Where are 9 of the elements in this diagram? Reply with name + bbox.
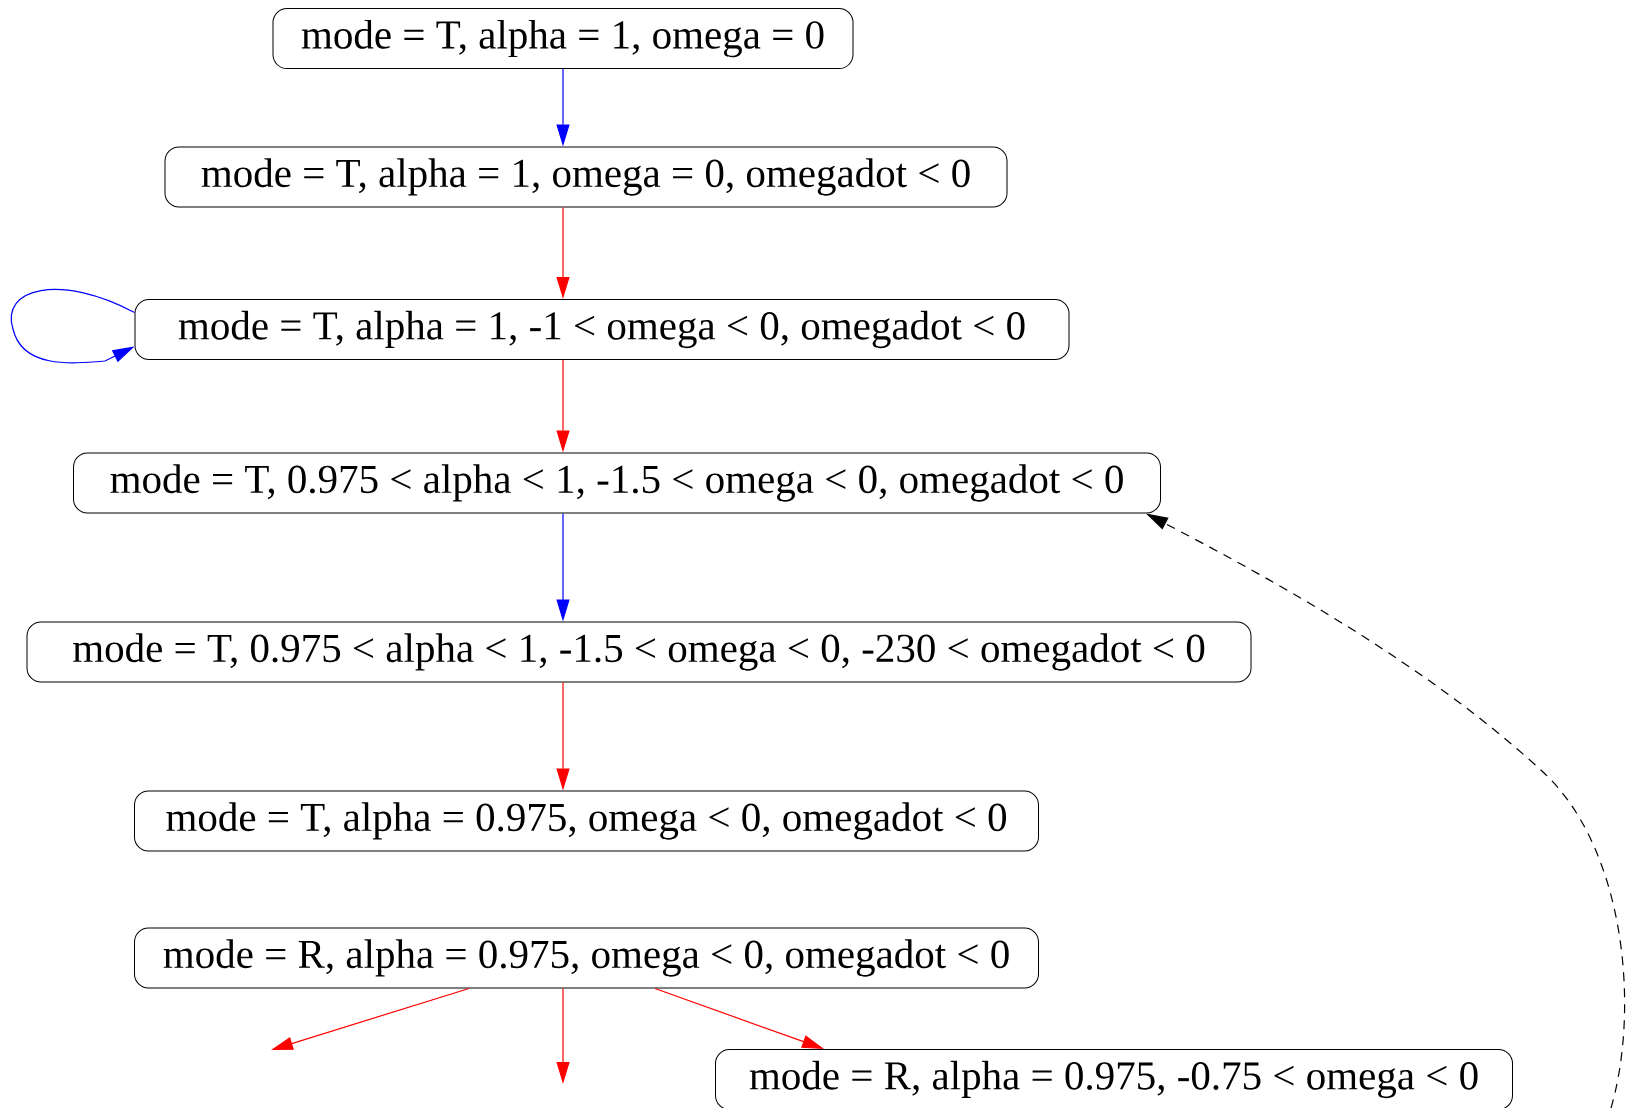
state-box: mode = R, alpha = 0.975, -0.75 < omega < 0 — [715, 1049, 1513, 1108]
state-box: mode = T, alpha = 1, -1 < omega < 0, omegadot < 0 — [134, 299, 1070, 360]
arrow — [10, 288, 136, 364]
state-box: mode = T, alpha = 0.975, omega < 0, omegadot < 0 — [134, 790, 1039, 852]
state-box: mode = T, alpha = 1, omega = 0 — [272, 8, 854, 70]
state-box: mode = T, alpha = 1, omega = 0, omegadot < 0 — [164, 146, 1008, 208]
state-box: mode = T, 0.975 < alpha < 1, -1.5 < omega < 0, omegadot < 0 — [73, 452, 1161, 514]
state-box: mode = T, 0.975 < alpha < 1, -1.5 < omega < 0, -230 < omegadot < 0 — [26, 621, 1252, 683]
state-box: mode = R, alpha = 0.975, omega < 0, omegadot < 0 — [134, 927, 1039, 989]
